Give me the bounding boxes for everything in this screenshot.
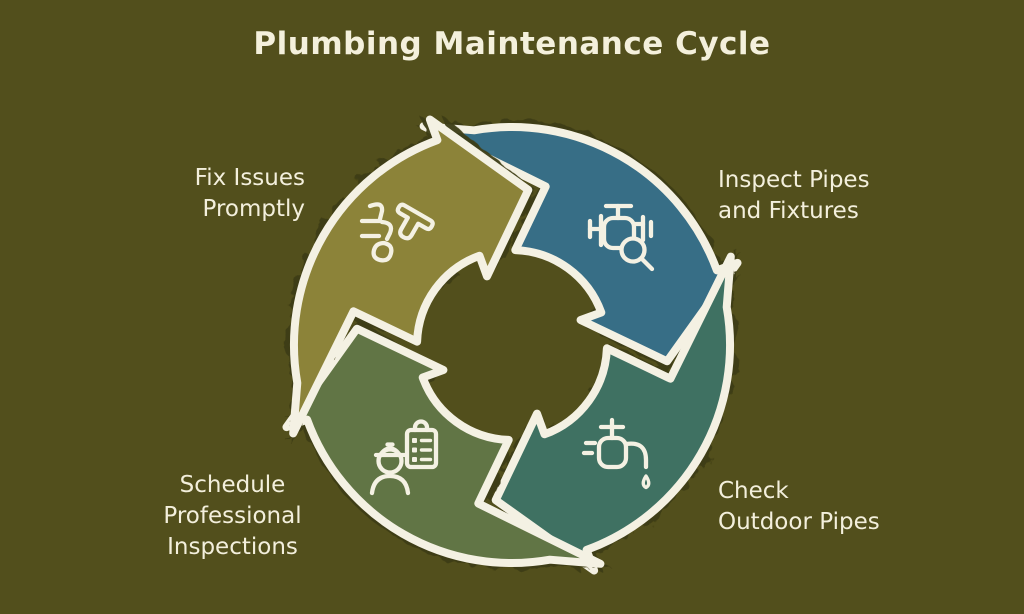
step-segment-fix	[287, 115, 537, 444]
inspector-clipboard-icon	[369, 419, 439, 496]
step-label-fix-issues: Fix Issues Promptly	[194, 165, 305, 222]
diagram-title: Plumbing Maintenance Cycle	[253, 26, 771, 62]
faucet-drip-icon	[581, 417, 651, 490]
cycle-arrow-schedule	[282, 324, 605, 568]
step-label-schedule-inspections: Schedule Professional Inspections	[163, 472, 302, 560]
step-label-inspect-pipes: Inspect Pipes and Fixtures	[718, 167, 870, 224]
cycle-arrow-inspect	[419, 122, 742, 366]
step-label-check-outdoor: Check Outdoor Pipes	[718, 478, 880, 535]
cycle-arrow-fix	[289, 115, 533, 438]
wrench-hammer-icon	[359, 202, 435, 263]
cycle-arrow-check	[491, 252, 735, 575]
step-segment-schedule	[282, 320, 611, 570]
step-segment-inspect	[413, 120, 742, 370]
step-segment-check	[487, 246, 737, 575]
pipe-valve-magnifier-icon	[587, 203, 655, 272]
